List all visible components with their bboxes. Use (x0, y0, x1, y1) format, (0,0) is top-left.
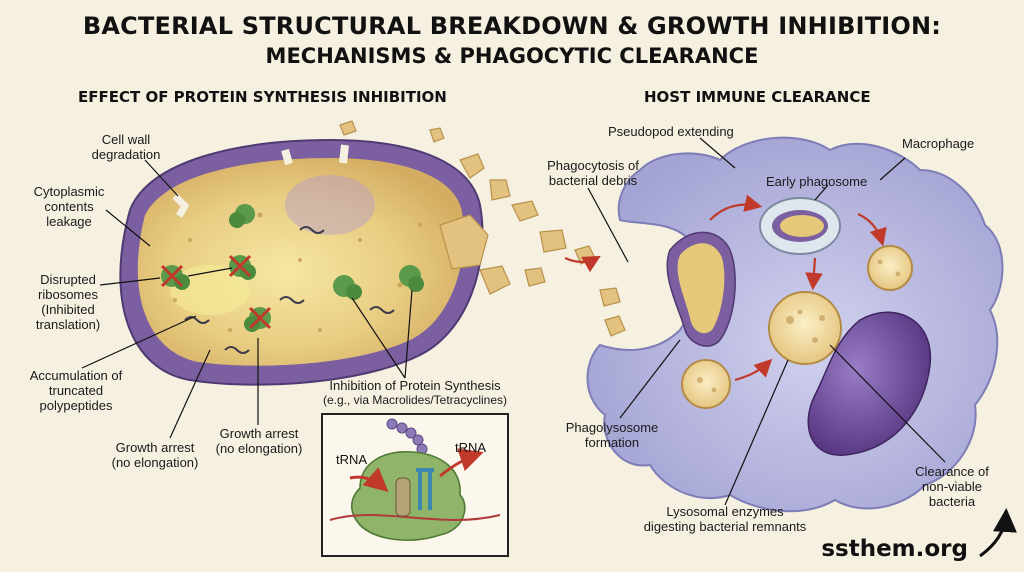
label-macrophage: Macrophage (902, 136, 975, 151)
macrophage-nucleus (807, 311, 932, 456)
lysosome-vesicles (681, 245, 913, 409)
brand-logo-text: ssthem.org (821, 536, 968, 562)
label-phagocytosis: Phagocytosis of bacterial debris (547, 158, 639, 188)
inset-trna-left: tRNA (336, 452, 368, 467)
label-early-phagosome: Early phagosome (766, 174, 868, 189)
label-clearance: Clearance of non-viable bacteria (915, 464, 989, 509)
label-cytoplasmic: Cytoplasmic contents leakage (33, 184, 105, 229)
bacterial-fragments (339, 120, 626, 337)
label-phagolysosome: Phagolysosome formation (565, 420, 659, 450)
label-inhibition: Inhibition of Protein Synthesis (e.g., v… (322, 378, 508, 407)
inset-ribosome-panel (321, 413, 509, 557)
label-growth-arrest-1: Growth arrest (no elongation) (111, 440, 199, 470)
label-pseudopod: Pseudopod extending (608, 124, 734, 139)
early-phagosome (759, 197, 841, 255)
title-line-1: BACTERIAL STRUCTURAL BREAKDOWN & GROWTH … (82, 12, 942, 40)
brand-arrow-icon (979, 508, 1017, 558)
label-accumulation: Accumulation of truncated polypeptides (29, 368, 123, 413)
label-cell-wall: Cell wall degradation (91, 132, 161, 162)
cross-mark-icon (160, 254, 272, 330)
section-left-heading: EFFECT OF PROTEIN SYNTHESIS INHIBITION (78, 88, 447, 106)
section-right-heading: HOST IMMUNE CLEARANCE (644, 88, 871, 106)
label-growth-arrest-2: Growth arrest (no elongation) (215, 426, 303, 456)
bacterium (119, 138, 484, 386)
curved-arrow-icon (709, 194, 887, 382)
arrow-icon (564, 255, 601, 273)
engulfed-debris (666, 231, 736, 347)
inset-trna-right: tRNA (455, 440, 487, 455)
title-line-2: MECHANISMS & PHAGOCYTIC CLEARANCE (265, 44, 759, 68)
leader-lines (81, 137, 946, 506)
label-lysosomal: Lysosomal enzymes digesting bacterial re… (643, 504, 807, 534)
label-ribosomes: Disrupted ribosomes (Inhibited translati… (35, 272, 101, 332)
